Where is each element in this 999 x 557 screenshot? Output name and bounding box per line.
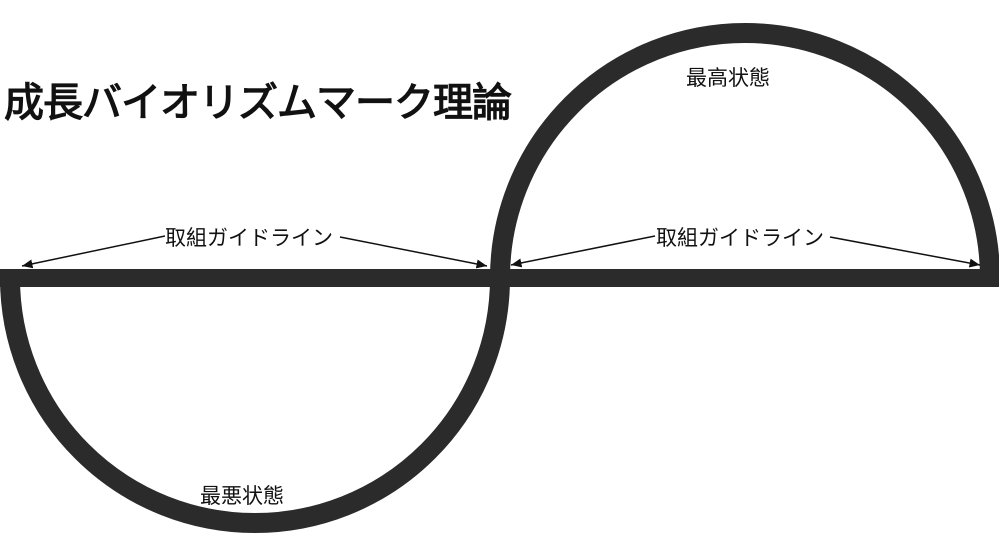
upper-semicircle: [490, 23, 999, 279]
arrow-right-1: [339, 236, 488, 269]
guideline-label-left: 取組ガイドライン: [165, 222, 333, 252]
diagram-title: 成長バイオリズムマーク理論: [4, 80, 512, 126]
arrow-left-1: [21, 235, 166, 269]
best-state-label: 最高状態: [686, 62, 770, 92]
arrow-left-2: [510, 235, 656, 268]
worst-state-label: 最悪状態: [200, 484, 284, 508]
guideline-label-right: 取組ガイドライン: [656, 222, 824, 252]
lower-semicircle: [0, 277, 510, 533]
baseline: [0, 269, 999, 287]
arrow-right-2: [829, 236, 981, 268]
